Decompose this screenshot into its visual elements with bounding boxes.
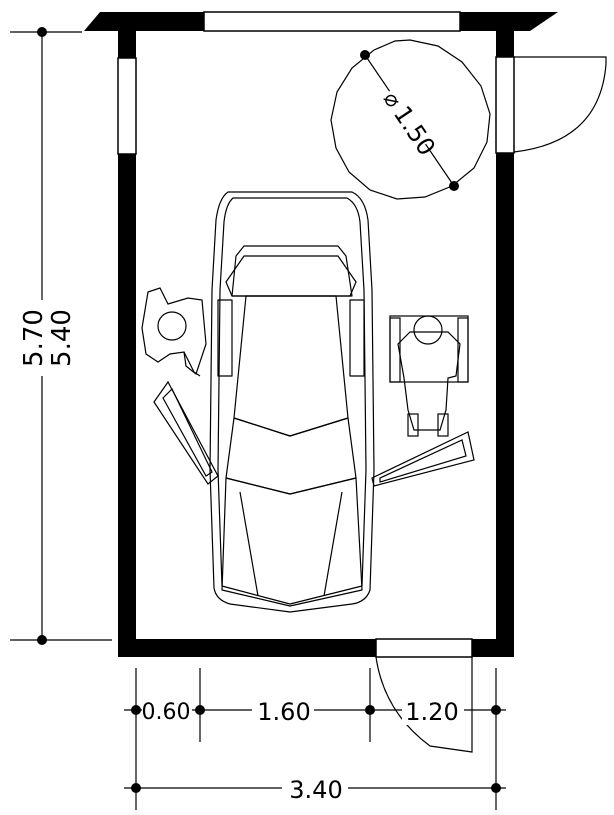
- bottom-wall-right: [472, 639, 514, 657]
- diameter-endpoint-top: [360, 50, 370, 60]
- top-wall-right: [460, 12, 558, 31]
- car-trunk-line-right: [323, 491, 343, 597]
- right-wall-upper: [496, 31, 514, 57]
- wheelchair-wheel-left: [389, 317, 401, 383]
- dim-dot-total-left: [131, 783, 141, 793]
- car: [209, 191, 375, 613]
- wheelchair-footrest-left: [407, 413, 419, 437]
- bg-120: [402, 697, 464, 725]
- car-hood-front: [231, 245, 353, 297]
- car-roof: [233, 295, 349, 437]
- right-car-door: [371, 431, 475, 487]
- car-body-outline: [209, 191, 375, 613]
- person-standing: [141, 287, 207, 377]
- left-wall-lower: [118, 154, 136, 657]
- side-door-swing: [513, 56, 607, 153]
- right-door-opening: [495, 56, 515, 154]
- dim-left-strip: 0.60: [142, 700, 191, 725]
- bottom-door-opening: [375, 638, 473, 658]
- dim-dot-top: [37, 27, 47, 37]
- car-trunk: [221, 477, 363, 607]
- label-backgrounds: [14, 300, 464, 803]
- dim-car-zone: 1.60: [257, 698, 310, 726]
- wheelchair-wheel-right: [457, 317, 469, 383]
- bg-060: [142, 697, 192, 725]
- dim-dot-total-right: [491, 783, 501, 793]
- left-car-door-inner: [162, 387, 213, 477]
- left-wall-upper: [118, 31, 136, 58]
- car-windshield: [225, 255, 357, 297]
- bg-160: [252, 697, 314, 725]
- left-window: [117, 57, 137, 155]
- wheelchair-person-head: [413, 315, 443, 345]
- wheelchair-footrest-right: [437, 413, 449, 437]
- top-window: [203, 11, 461, 32]
- garage-walls: [84, 11, 558, 658]
- car-mirror-right: [349, 299, 365, 377]
- dim-total-width: 3.40: [289, 776, 342, 804]
- dim-dot-seg-2: [365, 705, 375, 715]
- car-mirror-left: [217, 299, 233, 377]
- car-doors-open: [153, 380, 475, 487]
- person-head: [157, 311, 187, 341]
- right-wall-lower: [496, 153, 514, 657]
- turning-circle-outline: [330, 39, 491, 200]
- right-car-door-inner: [379, 439, 467, 483]
- top-wall-left: [84, 12, 204, 31]
- dim-dot-seg-1: [195, 705, 205, 715]
- car-trunk-line-left: [239, 491, 259, 597]
- bottom-wall-left: [118, 639, 376, 657]
- turning-circle: ⌀ 1.50: [330, 39, 491, 200]
- wheelchair-user: [389, 315, 469, 437]
- dimension-dots: [37, 27, 501, 793]
- dim-outer-height: 5.70: [19, 309, 49, 367]
- diameter-endpoint-bottom: [449, 181, 459, 191]
- bg-340: [282, 775, 348, 803]
- dim-dot-seg-3: [491, 705, 501, 715]
- car-body-inner: [217, 197, 367, 605]
- door-swings: [375, 56, 607, 753]
- person-arm: [183, 351, 201, 377]
- left-car-door: [153, 380, 219, 485]
- bottom-door-swing: [375, 656, 473, 753]
- bg-vertical: [14, 300, 72, 376]
- person-body: [141, 287, 207, 376]
- dim-wheelchair-zone: 1.20: [405, 698, 458, 726]
- dim-inner-height: 5.40: [47, 309, 77, 367]
- dim-dot-seg-0: [131, 705, 141, 715]
- wheelchair-person-body: [397, 331, 461, 431]
- dim-dot-bottom: [37, 635, 47, 645]
